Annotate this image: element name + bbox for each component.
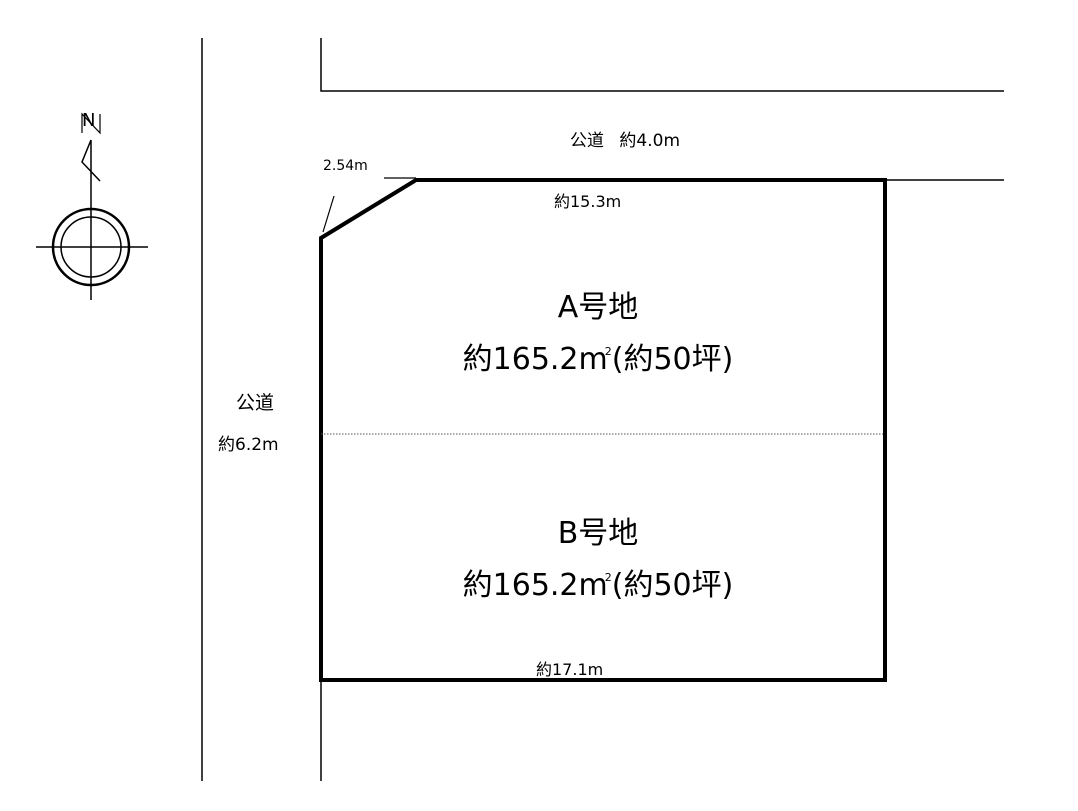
lot-a-area-tsubo: (約50坪)	[611, 342, 734, 377]
lot-b-area-unit-sup: 2	[604, 571, 612, 584]
lot-b-area: 約165.2m2(約50坪)	[398, 560, 798, 604]
lot-b-name: B号地	[557, 516, 639, 551]
lot-b-area-tsubo: (約50坪)	[611, 568, 734, 603]
north-label: N	[82, 110, 96, 131]
north-arrow-compass-icon	[36, 112, 148, 300]
west-road-width: 約6.2m	[218, 435, 279, 455]
west-road-name: 公道	[236, 392, 275, 414]
lot-a-name: A号地	[557, 290, 639, 325]
corner-cut-dimension: 2.54m	[323, 158, 368, 174]
north-road-label: 公道 約4.0m	[570, 126, 680, 151]
lot-a: A号地 約165.2m2(約50坪)	[398, 282, 798, 378]
north-road-name: 公道	[570, 131, 604, 151]
corner-cut-leader	[322, 177, 416, 233]
north-road-width: 約4.0m	[619, 131, 681, 151]
lot-a-area-value: 約165.2m	[462, 342, 608, 377]
lot-a-area: 約165.2m2(約50坪)	[398, 334, 798, 378]
property-boundary	[319, 178, 887, 682]
lot-b-area-value: 約165.2m	[462, 568, 608, 603]
road-boundary-lines	[201, 38, 1004, 781]
lot-a-area-unit-sup: 2	[604, 345, 612, 358]
south-edge-dimension: 約17.1m	[536, 660, 604, 679]
north-edge-dimension: 約15.3m	[554, 192, 622, 211]
lot-b: B号地 約165.2m2(約50坪)	[398, 508, 798, 604]
